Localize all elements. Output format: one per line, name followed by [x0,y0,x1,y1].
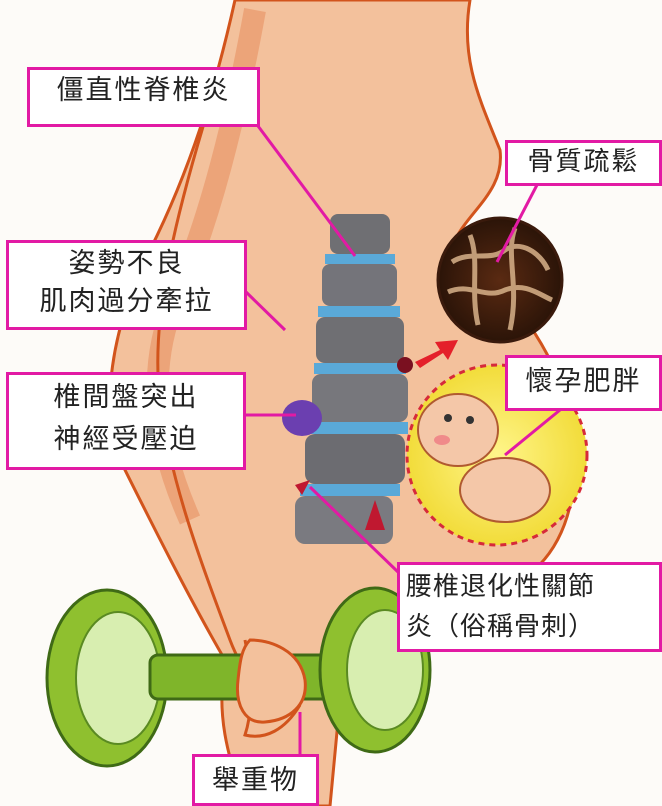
label-text: 僵直性脊椎炎 [36,72,251,110]
label-text-line1: 腰椎退化性關節 [406,567,653,607]
label-text-line1: 姿勢不良 [15,245,238,283]
label-posture: 姿勢不良 肌肉過分牽拉 [6,240,247,330]
label-text: 懷孕肥胖 [514,360,653,404]
label-disc-herniation: 椎間盤突出 神經受壓迫 [6,372,246,470]
label-text-line1: 椎間盤突出 [15,377,237,419]
label-osteoporosis: 骨質疏鬆 [505,140,662,186]
label-lifting: 舉重物 [192,754,319,806]
label-ankylosing-spondylitis: 僵直性脊椎炎 [27,67,260,127]
label-text: 骨質疏鬆 [514,145,653,179]
label-text: 舉重物 [201,759,310,803]
label-pregnancy: 懷孕肥胖 [505,355,662,411]
label-text-line2: 神經受壓迫 [15,419,237,461]
herniated-disc [282,400,322,436]
label-text-line2: 肌肉過分牽拉 [15,283,238,321]
label-text-line2: 炎（俗稱骨刺） [406,607,653,647]
bone-cross-section-icon [438,218,562,342]
label-degenerative-arthritis: 腰椎退化性關節 炎（俗稱骨刺） [397,562,662,652]
